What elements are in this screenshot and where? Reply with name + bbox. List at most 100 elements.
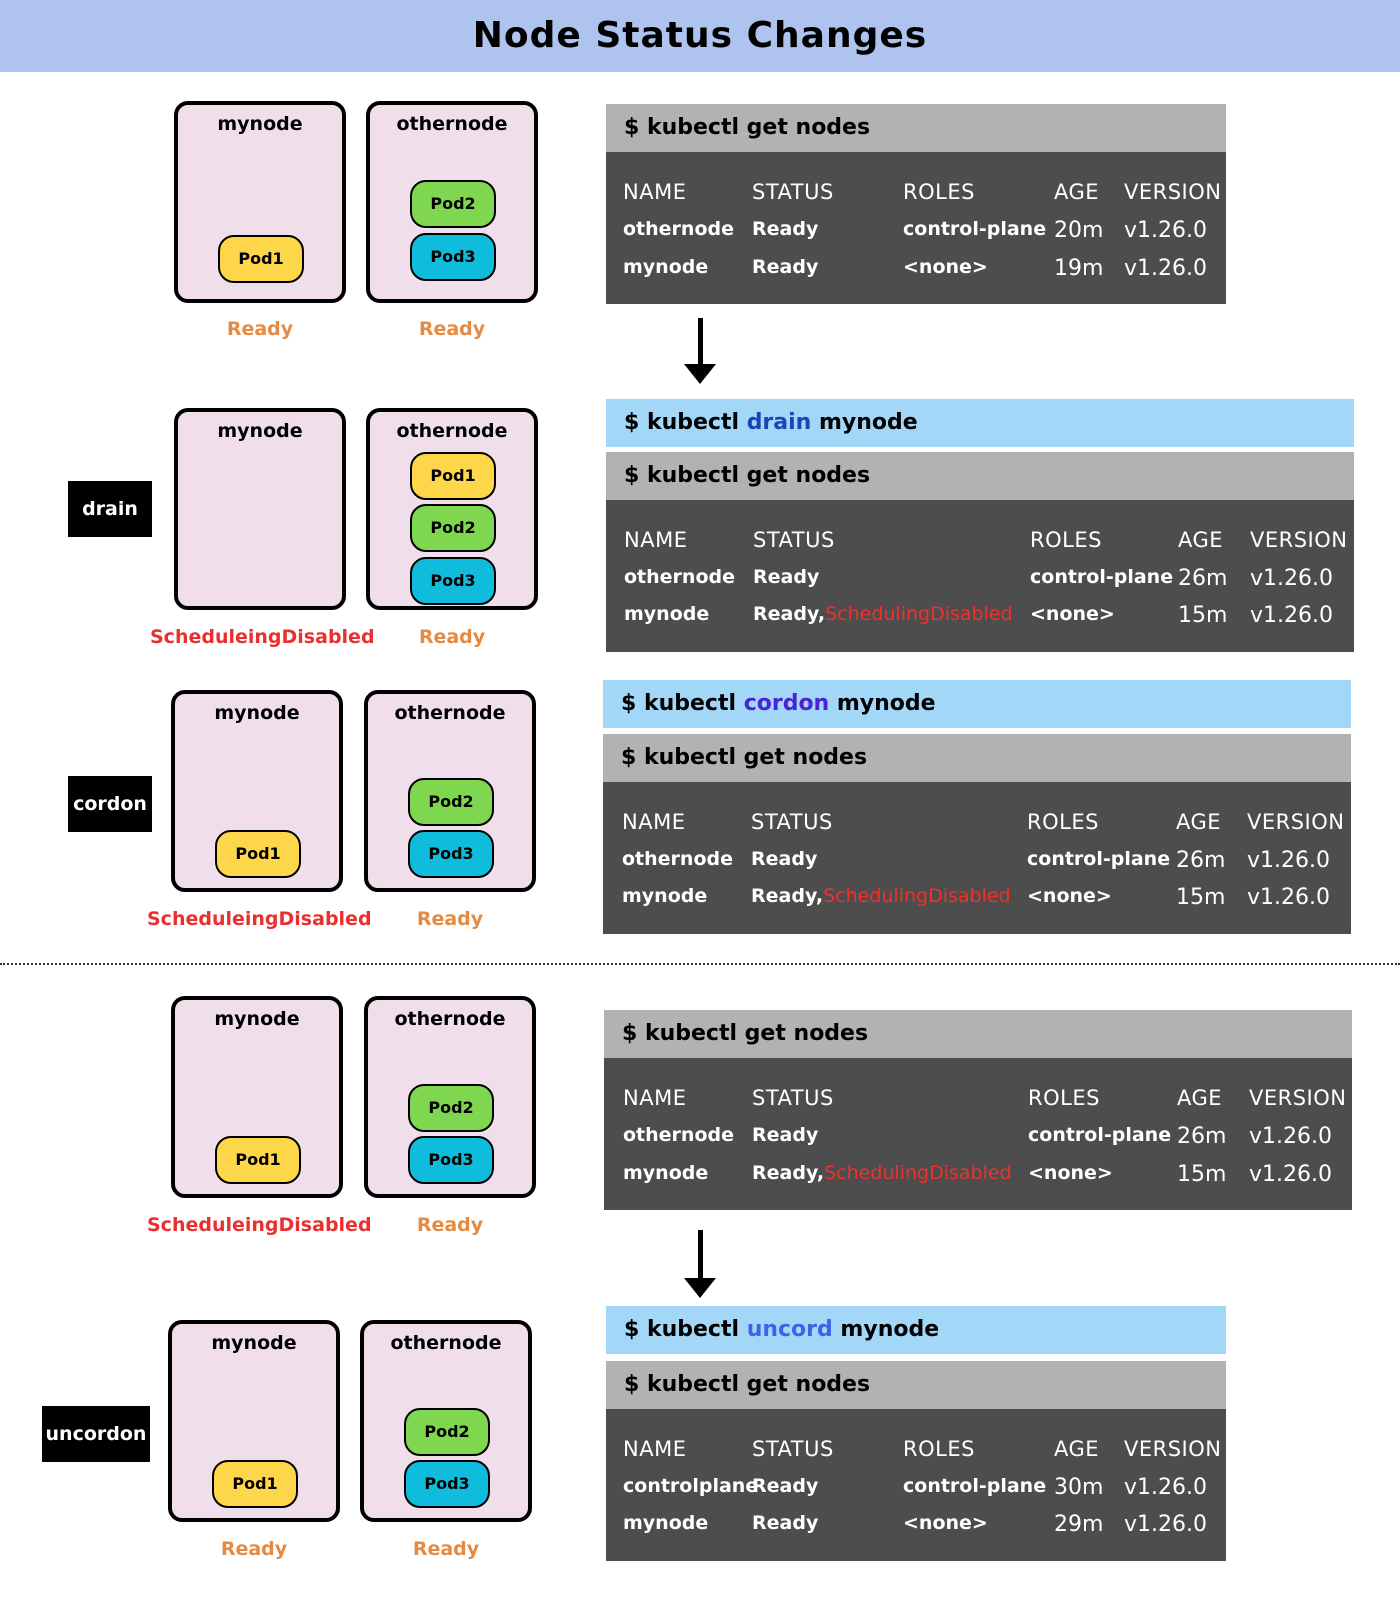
table-cell-status: Ready,SchedulingDisabled (753, 603, 1013, 625)
status-value: Ready (752, 1512, 819, 1534)
table-header-version: VERSION (1250, 528, 1348, 552)
get-nodes-output-table (604, 1058, 1352, 1210)
table-cell-roles: control-plane (903, 1475, 1047, 1497)
kubectl-drain-command: $ kubectl drain mynode (606, 399, 1354, 447)
status-value: Ready (752, 1475, 819, 1497)
table-cell-age: 26m (1177, 1124, 1227, 1149)
pod-pod3: Pod3 (408, 830, 494, 878)
table-header-age: AGE (1177, 1086, 1223, 1110)
table-cell-version: v1.26.0 (1124, 256, 1207, 281)
kubectl-uncord-command: $ kubectl uncord mynode (606, 1306, 1226, 1354)
table-header-roles: ROLES (1030, 528, 1102, 552)
table-cell-version: v1.26.0 (1247, 848, 1330, 873)
table-header-age: AGE (1178, 528, 1224, 552)
table-cell-age: 29m (1054, 1512, 1104, 1537)
table-cell-status: Ready (751, 848, 817, 870)
table-cell-name: othernode (622, 848, 733, 870)
table-header-age: AGE (1054, 1437, 1100, 1461)
status-value: Ready (752, 256, 819, 278)
table-cell-status: Ready (752, 1512, 818, 1534)
table-cell-version: v1.26.0 (1250, 566, 1333, 591)
status-value: Ready (752, 218, 819, 240)
section-separator (0, 963, 1400, 965)
table-header-status: STATUS (752, 180, 834, 204)
table-cell-status: Ready (752, 256, 818, 278)
table-header-roles: ROLES (1027, 810, 1099, 834)
table-cell-age: 15m (1178, 603, 1228, 628)
kubectl-get-nodes-command: $ kubectl get nodes (603, 734, 1351, 782)
page-title: Node Status Changes (472, 15, 928, 56)
kubectl-get-nodes-command: $ kubectl get nodes (606, 1361, 1226, 1409)
table-cell-name: mynode (623, 1512, 709, 1534)
operation-label-uncordon: uncordon (42, 1406, 150, 1462)
table-cell-version: v1.26.0 (1124, 218, 1207, 243)
table-header-age: AGE (1176, 810, 1222, 834)
pod-pod3: Pod3 (410, 233, 496, 281)
table-cell-status: Ready,SchedulingDisabled (751, 885, 1011, 907)
node-status-label: Ready (220, 1538, 288, 1560)
kubectl-get-nodes-command: $ kubectl get nodes (606, 452, 1354, 500)
table-header-status: STATUS (752, 1086, 834, 1110)
pod-pod3: Pod3 (404, 1460, 490, 1508)
get-nodes-output-table (606, 152, 1226, 304)
node-status-label: Ready (418, 626, 486, 648)
table-header-name: NAME (623, 1086, 687, 1110)
table-header-status: STATUS (752, 1437, 834, 1461)
node-title: mynode (211, 1332, 297, 1354)
node-status-label: Ready (418, 318, 486, 340)
table-cell-version: v1.26.0 (1249, 1162, 1332, 1187)
table-header-status: STATUS (753, 528, 835, 552)
table-cell-version: v1.26.0 (1247, 885, 1330, 910)
node-title: mynode (214, 702, 300, 724)
table-cell-status: Ready (752, 1124, 818, 1146)
down-arrow-shaft (698, 1230, 703, 1280)
command-keyword: cordon (743, 691, 830, 716)
node-status-label: ScheduleingDisabled (147, 908, 372, 930)
node-title: othernode (396, 420, 508, 442)
pod-pod1: Pod1 (218, 235, 304, 283)
node-title: othernode (394, 702, 506, 724)
node-status-label: Ready (412, 1538, 480, 1560)
table-cell-age: 26m (1178, 566, 1228, 591)
table-cell-roles: <none> (903, 256, 988, 278)
command-keyword: drain (746, 410, 812, 435)
table-cell-age: 20m (1054, 218, 1104, 243)
table-cell-status: Ready (753, 566, 819, 588)
table-cell-roles: <none> (1027, 885, 1112, 907)
node-title: othernode (396, 113, 508, 135)
pod-pod1: Pod1 (212, 1460, 298, 1508)
status-value: Ready (752, 1124, 819, 1146)
table-cell-name: othernode (623, 1124, 734, 1146)
table-header-roles: ROLES (1028, 1086, 1100, 1110)
status-scheduling-disabled: SchedulingDisabled (825, 603, 1013, 625)
pod-pod1: Pod1 (215, 830, 301, 878)
pod-pod3: Pod3 (410, 557, 496, 605)
table-header-roles: ROLES (903, 180, 975, 204)
pod-pod2: Pod2 (410, 504, 496, 552)
table-cell-name: othernode (624, 566, 735, 588)
pod-pod2: Pod2 (404, 1408, 490, 1456)
status-value: Ready, (753, 603, 826, 625)
table-cell-name: controlplane (623, 1475, 759, 1497)
status-scheduling-disabled: SchedulingDisabled (824, 1162, 1012, 1184)
get-nodes-output-table (606, 1409, 1226, 1561)
node-status-label: Ready (416, 908, 484, 930)
status-value: Ready (751, 848, 818, 870)
table-cell-version: v1.26.0 (1124, 1475, 1207, 1500)
table-cell-roles: <none> (903, 1512, 988, 1534)
table-cell-version: v1.26.0 (1124, 1512, 1207, 1537)
table-cell-age: 15m (1177, 1162, 1227, 1187)
command-prefix: $ kubectl (624, 1317, 747, 1342)
down-arrow-icon (684, 364, 716, 384)
table-cell-roles: control-plane (1027, 848, 1171, 870)
table-cell-roles: control-plane (903, 218, 1047, 240)
get-nodes-output-table (606, 500, 1354, 652)
operation-label-drain: drain (68, 481, 152, 537)
command-target: mynode (829, 691, 936, 716)
table-cell-status: Ready,SchedulingDisabled (752, 1162, 1012, 1184)
